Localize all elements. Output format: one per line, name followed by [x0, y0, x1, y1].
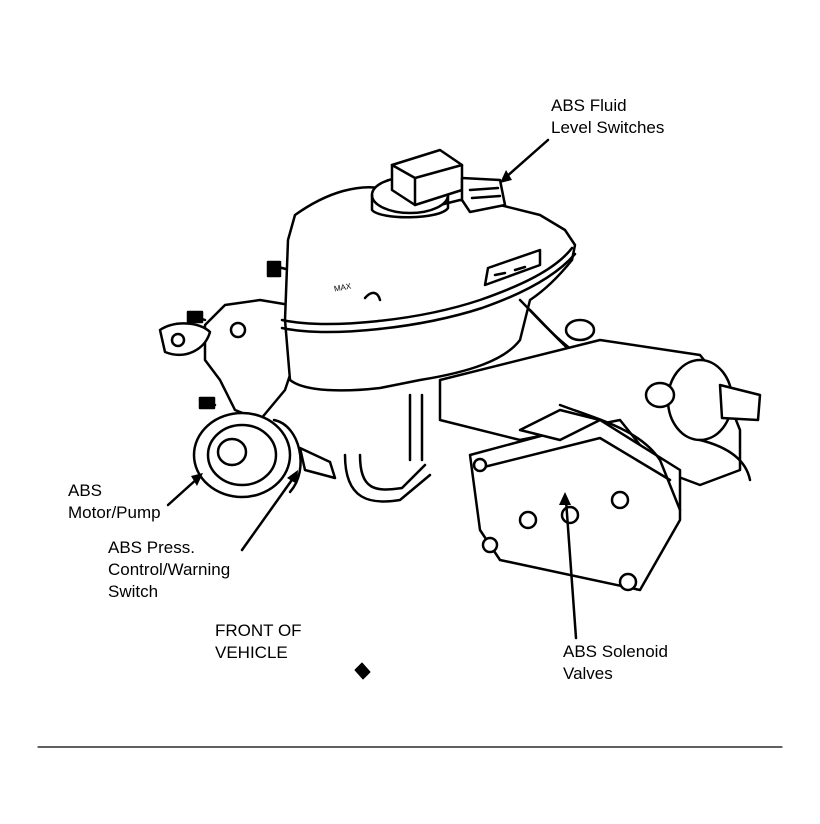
- mounting-bracket: [158, 260, 302, 422]
- label-press-control-switch: ABS Press. Control/Warning Switch: [108, 538, 231, 601]
- front-direction-arrow-icon: [354, 662, 371, 680]
- leader-arrows: [166, 138, 578, 640]
- solenoid-valve-block: [468, 403, 682, 592]
- label-front-of-vehicle: FRONT OF VEHICLE: [215, 621, 302, 662]
- valve-body: [438, 318, 762, 487]
- label-solenoid-valves: ABS Solenoid Valves: [563, 642, 668, 683]
- label-motor-pump: ABS Motor/Pump: [68, 481, 161, 522]
- fluid-level-switch-connector: [390, 148, 507, 214]
- label-fluid-level-switches: ABS Fluid Level Switches: [551, 96, 665, 137]
- motor-pump-body: [192, 411, 302, 499]
